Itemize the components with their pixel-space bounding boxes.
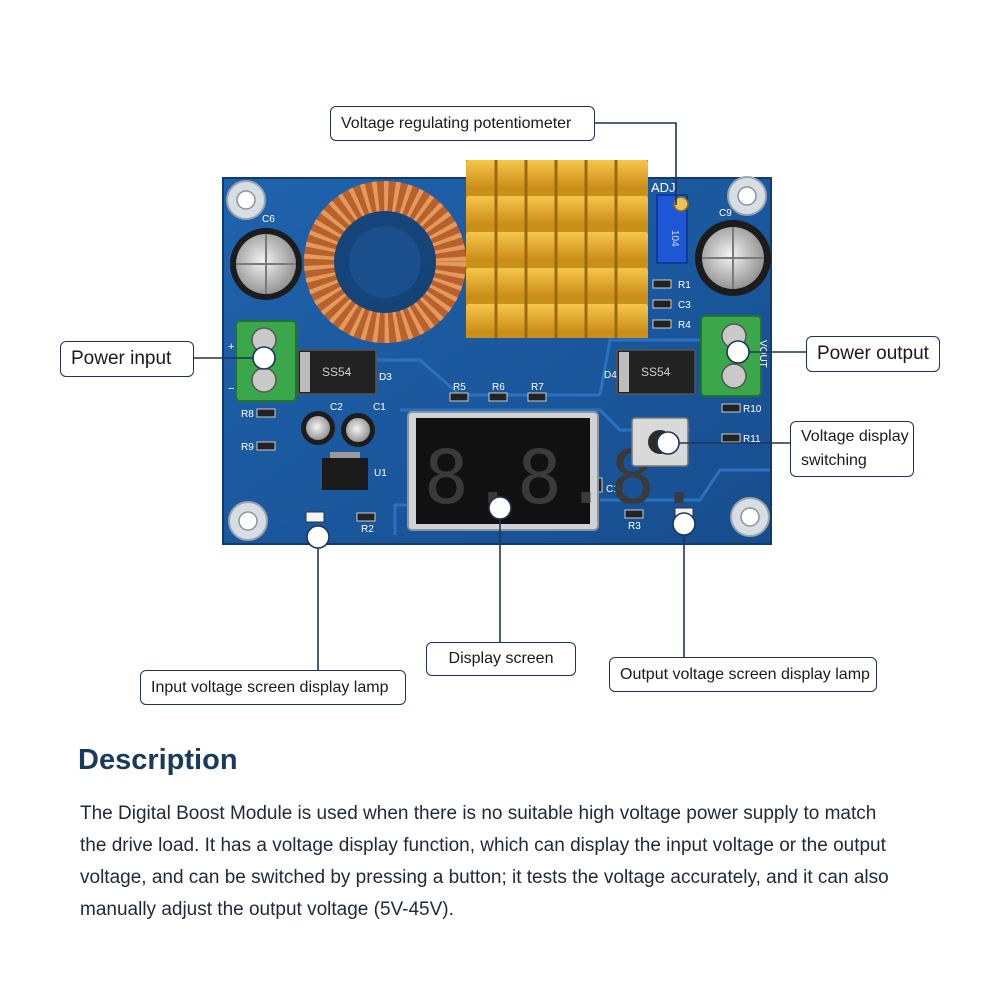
input-lamp bbox=[305, 511, 325, 523]
d3-label: D3 bbox=[379, 372, 392, 383]
r6-label: R6 bbox=[492, 382, 505, 393]
adj-label: ADJ bbox=[651, 180, 676, 195]
regulator-u1: U1 bbox=[322, 452, 387, 490]
c3-label: C3 bbox=[678, 300, 691, 311]
callout-display-switch-line1: Voltage display bbox=[801, 428, 909, 445]
callout-power-input-text: Power input bbox=[71, 348, 172, 369]
potentiometer: 104 ADJ bbox=[651, 180, 689, 264]
mounting-hole-tl bbox=[226, 180, 266, 220]
r9-label: R9 bbox=[241, 442, 254, 453]
input-minus-label: − bbox=[228, 383, 234, 395]
r5-label: R5 bbox=[453, 382, 466, 393]
r2-label: R2 bbox=[361, 524, 374, 535]
capacitor-c6: C6 bbox=[230, 214, 302, 300]
r11-label: R11 bbox=[743, 434, 761, 445]
r4-label: R4 bbox=[678, 320, 691, 331]
callout-power-output-text: Power output bbox=[817, 343, 929, 364]
callout-display-screen: Display screen bbox=[426, 642, 576, 676]
c9-label: C9 bbox=[719, 208, 732, 219]
toroid-inductor bbox=[304, 181, 466, 343]
mounting-hole-bl bbox=[228, 501, 268, 541]
callout-potentiometer-text: Voltage regulating potentiometer bbox=[341, 114, 572, 132]
power-input-dot bbox=[252, 346, 276, 370]
mounting-hole-tr bbox=[727, 176, 767, 216]
u1-label: U1 bbox=[374, 468, 387, 479]
callout-display-screen-text: Display screen bbox=[448, 650, 554, 667]
c11-label: C11 bbox=[606, 484, 624, 495]
input-lamp-dot bbox=[306, 525, 330, 549]
r1-label: R1 bbox=[678, 280, 691, 291]
callout-display-switch: Voltage display switching bbox=[790, 421, 914, 477]
description-title: Description bbox=[78, 744, 238, 776]
diode-d3: SS54 D3 bbox=[297, 349, 392, 395]
callout-output-lamp: Output voltage screen display lamp bbox=[609, 657, 877, 692]
callout-input-lamp-text: Input voltage screen display lamp bbox=[151, 678, 389, 696]
vout-label: VOUT bbox=[757, 340, 768, 368]
mounting-hole-br bbox=[730, 497, 770, 537]
r3-label: R3 bbox=[628, 521, 641, 532]
capacitor-c2: C2 bbox=[301, 402, 343, 445]
heatsink bbox=[466, 160, 648, 338]
power-output-dot bbox=[726, 340, 750, 364]
output-lamp-dot bbox=[672, 512, 696, 536]
callout-output-lamp-text: Output voltage screen display lamp bbox=[620, 665, 870, 683]
display-dot bbox=[488, 496, 512, 520]
r10-label: R10 bbox=[743, 404, 762, 415]
callout-power-input: Power input bbox=[60, 341, 194, 377]
d4-code-label: SS54 bbox=[641, 365, 671, 379]
c6-label: C6 bbox=[262, 214, 275, 225]
seven-segment-display: 8.8.8. bbox=[407, 411, 701, 531]
diagram-svg: 104 ADJ C6 C9 + − VOUT SS54 D3 bbox=[194, 122, 806, 673]
switch-dot bbox=[656, 431, 680, 455]
callout-input-lamp: Input voltage screen display lamp bbox=[140, 670, 406, 705]
callout-display-switch-line2: switching bbox=[801, 452, 867, 469]
diode-d4: SS54 D4 bbox=[604, 349, 696, 395]
d4-label: D4 bbox=[604, 370, 617, 381]
callout-potentiometer: Voltage regulating potentiometer bbox=[330, 106, 595, 141]
callout-dots bbox=[252, 340, 750, 549]
input-plus-label: + bbox=[228, 341, 234, 353]
c2-label: C2 bbox=[330, 402, 343, 413]
pot-code-label: 104 bbox=[669, 230, 680, 247]
r7-label: R7 bbox=[531, 382, 544, 393]
c1-label: C1 bbox=[373, 402, 386, 413]
r8-label: R8 bbox=[241, 409, 254, 420]
capacitor-c9: C9 bbox=[695, 208, 771, 296]
callout-power-output: Power output bbox=[806, 336, 940, 372]
capacitor-c1: C1 bbox=[341, 402, 386, 447]
d3-code-label: SS54 bbox=[322, 365, 352, 379]
board-diagram: 104 ADJ C6 C9 + − VOUT SS54 D3 bbox=[60, 106, 940, 705]
description-body: The Digital Boost Module is used when th… bbox=[80, 803, 889, 920]
